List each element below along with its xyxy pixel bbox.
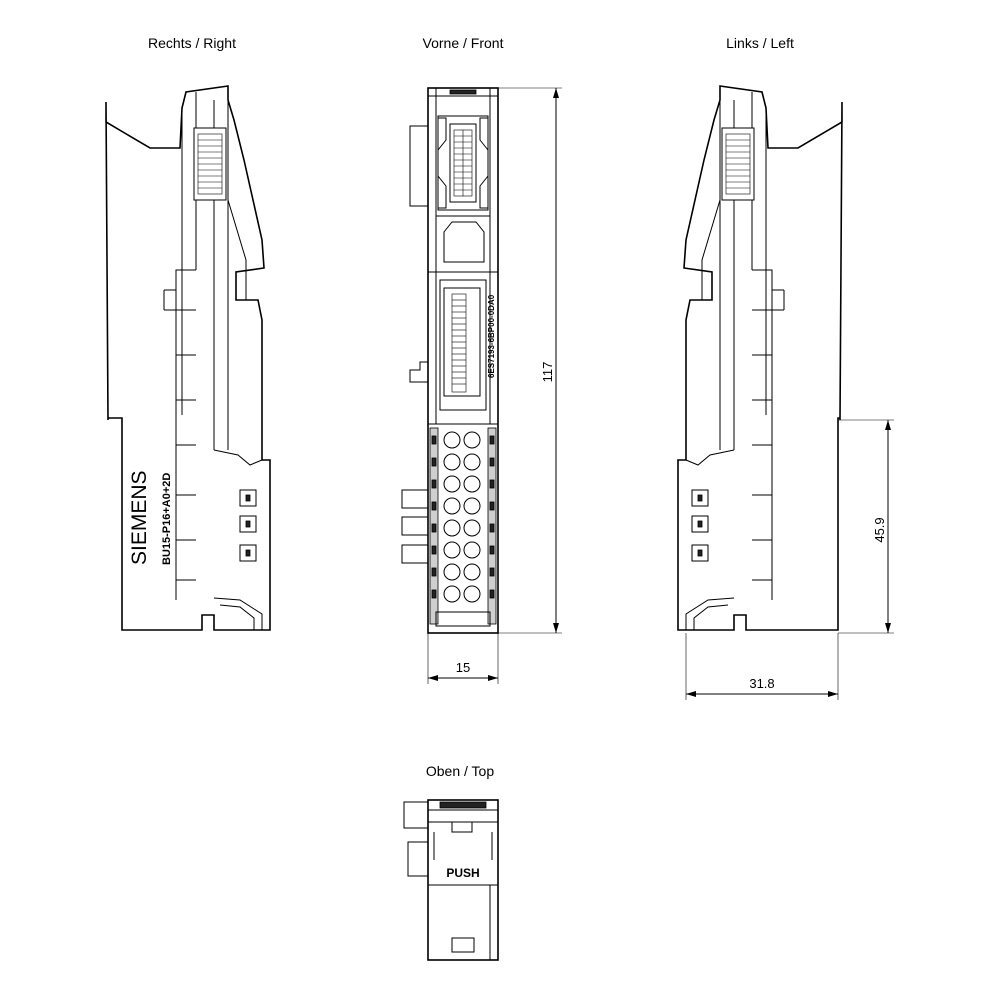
- front-view-terminal-block: [429, 427, 497, 627]
- dimension-depth-label: 31.8: [749, 676, 774, 691]
- top-view-push-label: PUSH: [446, 866, 479, 880]
- view-title-front: Vorne / Front: [423, 35, 504, 51]
- dimension-terminal-height: 45.9: [838, 419, 894, 634]
- front-view: 6ES7193-6BP00-0DA0: [401, 87, 499, 634]
- dimension-depth: 31.8: [685, 633, 839, 700]
- top-view: PUSH: [403, 799, 499, 961]
- dimension-height: 117: [498, 87, 562, 634]
- front-view-outline: [427, 87, 499, 634]
- right-view-outline: [105, 85, 271, 631]
- dimension-terminal-height-label: 45.9: [872, 517, 887, 542]
- right-view-brand: SIEMENS: [128, 470, 151, 565]
- view-title-right: Rechts / Right: [148, 35, 236, 51]
- view-title-left: Links / Left: [726, 35, 794, 51]
- front-view-order-number: 6ES7193-6BP00-0DA0: [487, 294, 496, 378]
- right-view-model: BU15-P16+A0+2D: [161, 473, 173, 565]
- dimension-width-front-label: 15: [456, 660, 470, 675]
- left-view-outline: [677, 85, 843, 631]
- view-title-top: Oben / Top: [426, 763, 494, 779]
- left-side-view: [677, 85, 843, 631]
- top-view-outline: [427, 799, 499, 961]
- dimension-width-front: 15: [427, 633, 499, 684]
- dimension-height-label: 117: [540, 362, 555, 383]
- right-side-view: SIEMENS BU15-P16+A0+2D: [105, 85, 271, 631]
